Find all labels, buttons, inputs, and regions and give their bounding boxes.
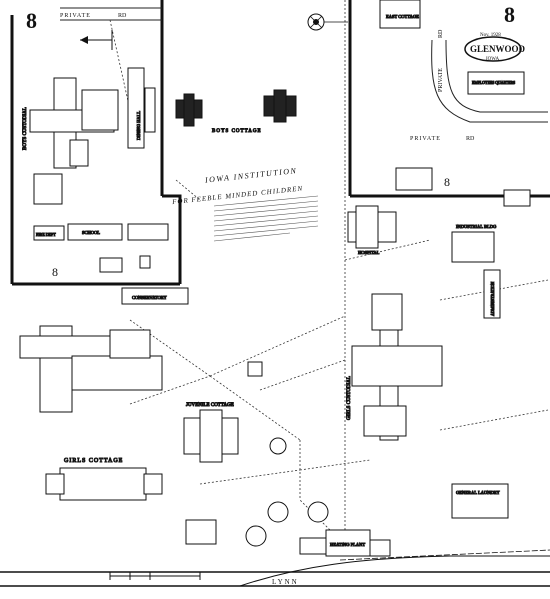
building-school-annex xyxy=(127,223,169,241)
state-name: IOWA xyxy=(486,57,499,62)
road-label-private-mid: PRIVATE xyxy=(410,136,441,142)
label-girls-custodial: GIRLS CUSTODIAL xyxy=(347,376,352,420)
building-conservatory xyxy=(121,287,189,305)
north-arrow-icon xyxy=(307,13,348,31)
building-heating-plant xyxy=(299,529,391,557)
city-cartouche: Nov. 1928 GLENWOOD IOWA xyxy=(464,33,526,62)
sheet-date: Nov. 1928 xyxy=(480,33,501,38)
building-administration xyxy=(483,269,501,319)
label-conservatory: CONSERVATORY xyxy=(132,295,167,300)
label-boys-custodial: BOYS CUSTODIAL xyxy=(23,107,28,150)
tank-3 xyxy=(267,501,289,523)
arrow-icon xyxy=(80,30,113,50)
building-juvenile-cottage xyxy=(183,409,239,463)
notes-block xyxy=(213,195,319,242)
building-main-west xyxy=(19,325,163,413)
building-shed-3 xyxy=(185,519,217,545)
label-school: SCHOOL xyxy=(82,230,100,235)
building-boys-cottage-1 xyxy=(175,93,203,127)
map-number-right: 8 xyxy=(444,175,450,189)
building-general-laundry xyxy=(451,483,509,519)
building-shed xyxy=(99,257,123,273)
city-name: GLENWOOD xyxy=(470,44,526,54)
building-cottage-small xyxy=(395,167,433,191)
building-boys-custodial xyxy=(29,77,119,205)
label-industrial: INDUSTRIAL BLDG xyxy=(456,224,497,229)
sheet-number-left: 8 xyxy=(26,8,37,33)
tank-2 xyxy=(245,525,267,547)
building-school xyxy=(67,223,123,241)
tank-4 xyxy=(307,501,329,523)
road-label-private-top: PRIVATE xyxy=(60,13,91,19)
private-road xyxy=(60,7,548,123)
railroad xyxy=(0,549,550,587)
street-label-lynn: LYNN xyxy=(272,578,299,586)
building-fire-dept xyxy=(33,225,65,241)
label-fire-dept: FIRE DEPT xyxy=(36,232,56,237)
label-east-cottage: EAST COTTAGE xyxy=(386,14,419,19)
building-pump-house xyxy=(247,361,263,377)
road-label-private-right: PRIVATE xyxy=(438,68,444,92)
road-label-rd-mid: RD xyxy=(466,136,475,142)
label-hospital: HOSPITAL xyxy=(358,250,380,255)
block-boundaries xyxy=(10,0,550,286)
building-shed-2 xyxy=(139,255,151,269)
tank-1 xyxy=(269,437,287,455)
label-heating-plant: HEATING PLANT xyxy=(330,542,365,547)
building-employees-quarters xyxy=(467,71,525,95)
building-hospital xyxy=(347,205,397,249)
label-boys-cottage: BOYS COTTAGE xyxy=(212,129,262,134)
institution-title: IOWA INSTITUTION FOR FEEBLE MINDED CHILD… xyxy=(171,166,304,206)
label-general-laundry: GENERAL LAUNDRY xyxy=(456,490,500,495)
label-juvenile-cottage: JUVENILE COTTAGE xyxy=(186,403,234,408)
building-garage xyxy=(503,189,531,207)
label-employees-quarters: EMPLOYEES QUARTERS xyxy=(472,81,515,85)
scale-bar xyxy=(109,572,201,580)
label-administration: ADMINISTRATION xyxy=(490,282,495,316)
institution-line-1: IOWA INSTITUTION xyxy=(204,166,298,185)
label-girls-cottage: GIRLS COTTAGE xyxy=(64,458,123,464)
buildings: BOYS CUSTODIAL DINING HALL FIRE DEPT SCH… xyxy=(19,0,531,557)
building-girls-cottage xyxy=(45,467,163,501)
building-east-cottage xyxy=(379,0,421,29)
building-boys-cottage-2 xyxy=(263,89,297,123)
road-label-rd-right: RD xyxy=(438,29,444,38)
building-girls-custodial xyxy=(351,293,443,441)
label-dining-hall: DINING HALL xyxy=(136,111,141,140)
building-industrial xyxy=(451,231,495,263)
road-label-rd-top: RD xyxy=(118,13,127,19)
map-number-left: 8 xyxy=(52,265,58,279)
sheet-number-right: 8 xyxy=(504,2,515,27)
building-dining-hall xyxy=(127,67,156,149)
institution-line-2: FOR FEEBLE MINDED CHILDREN xyxy=(171,184,304,206)
